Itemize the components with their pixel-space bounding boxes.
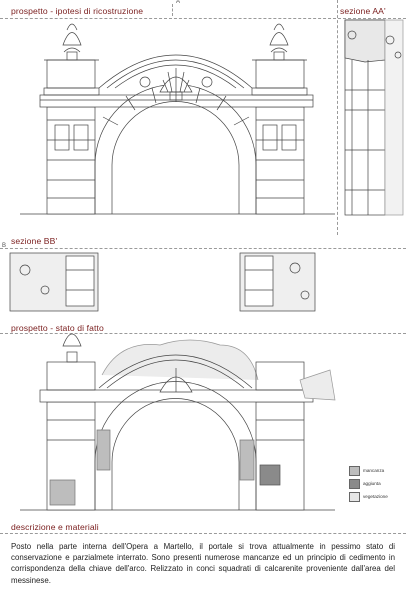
- frame-line: [337, 0, 338, 235]
- frame-line: [0, 333, 406, 334]
- legend-label: aggiunta: [363, 481, 381, 486]
- description-text: Posto nella parte interna dell'Opera a M…: [11, 542, 395, 585]
- title-sezione-aa: sezione AA': [340, 6, 386, 16]
- legend-label: mancanza: [363, 468, 385, 473]
- title-descrizione: descrizione e materiali: [11, 522, 99, 532]
- legend-swatch-aggiunta: [349, 478, 360, 489]
- title-prospetto-stato: prospetto - stato di fatto: [11, 323, 104, 333]
- title-prospetto-ipotesi: prospetto - ipotesi di ricostruzione: [11, 6, 144, 16]
- frame-line: [0, 533, 406, 534]
- frame-line: [0, 248, 406, 249]
- section-mark-b: B: [2, 243, 7, 249]
- legend: mancanza aggiunta vegetazione: [349, 465, 405, 504]
- legend-item: aggiunta: [349, 478, 405, 489]
- legend-label: vegetazione: [363, 494, 388, 499]
- legend-item: mancanza: [349, 465, 405, 476]
- section-mark-a: A: [176, 0, 181, 5]
- frame-line: [0, 18, 336, 19]
- frame-line: [172, 4, 173, 16]
- legend-item: vegetazione: [349, 491, 405, 502]
- legend-swatch-vegetazione: [349, 491, 360, 502]
- title-sezione-bb: sezione BB': [11, 236, 58, 246]
- frame-line: [338, 18, 406, 19]
- legend-swatch-mancanza: [349, 465, 360, 476]
